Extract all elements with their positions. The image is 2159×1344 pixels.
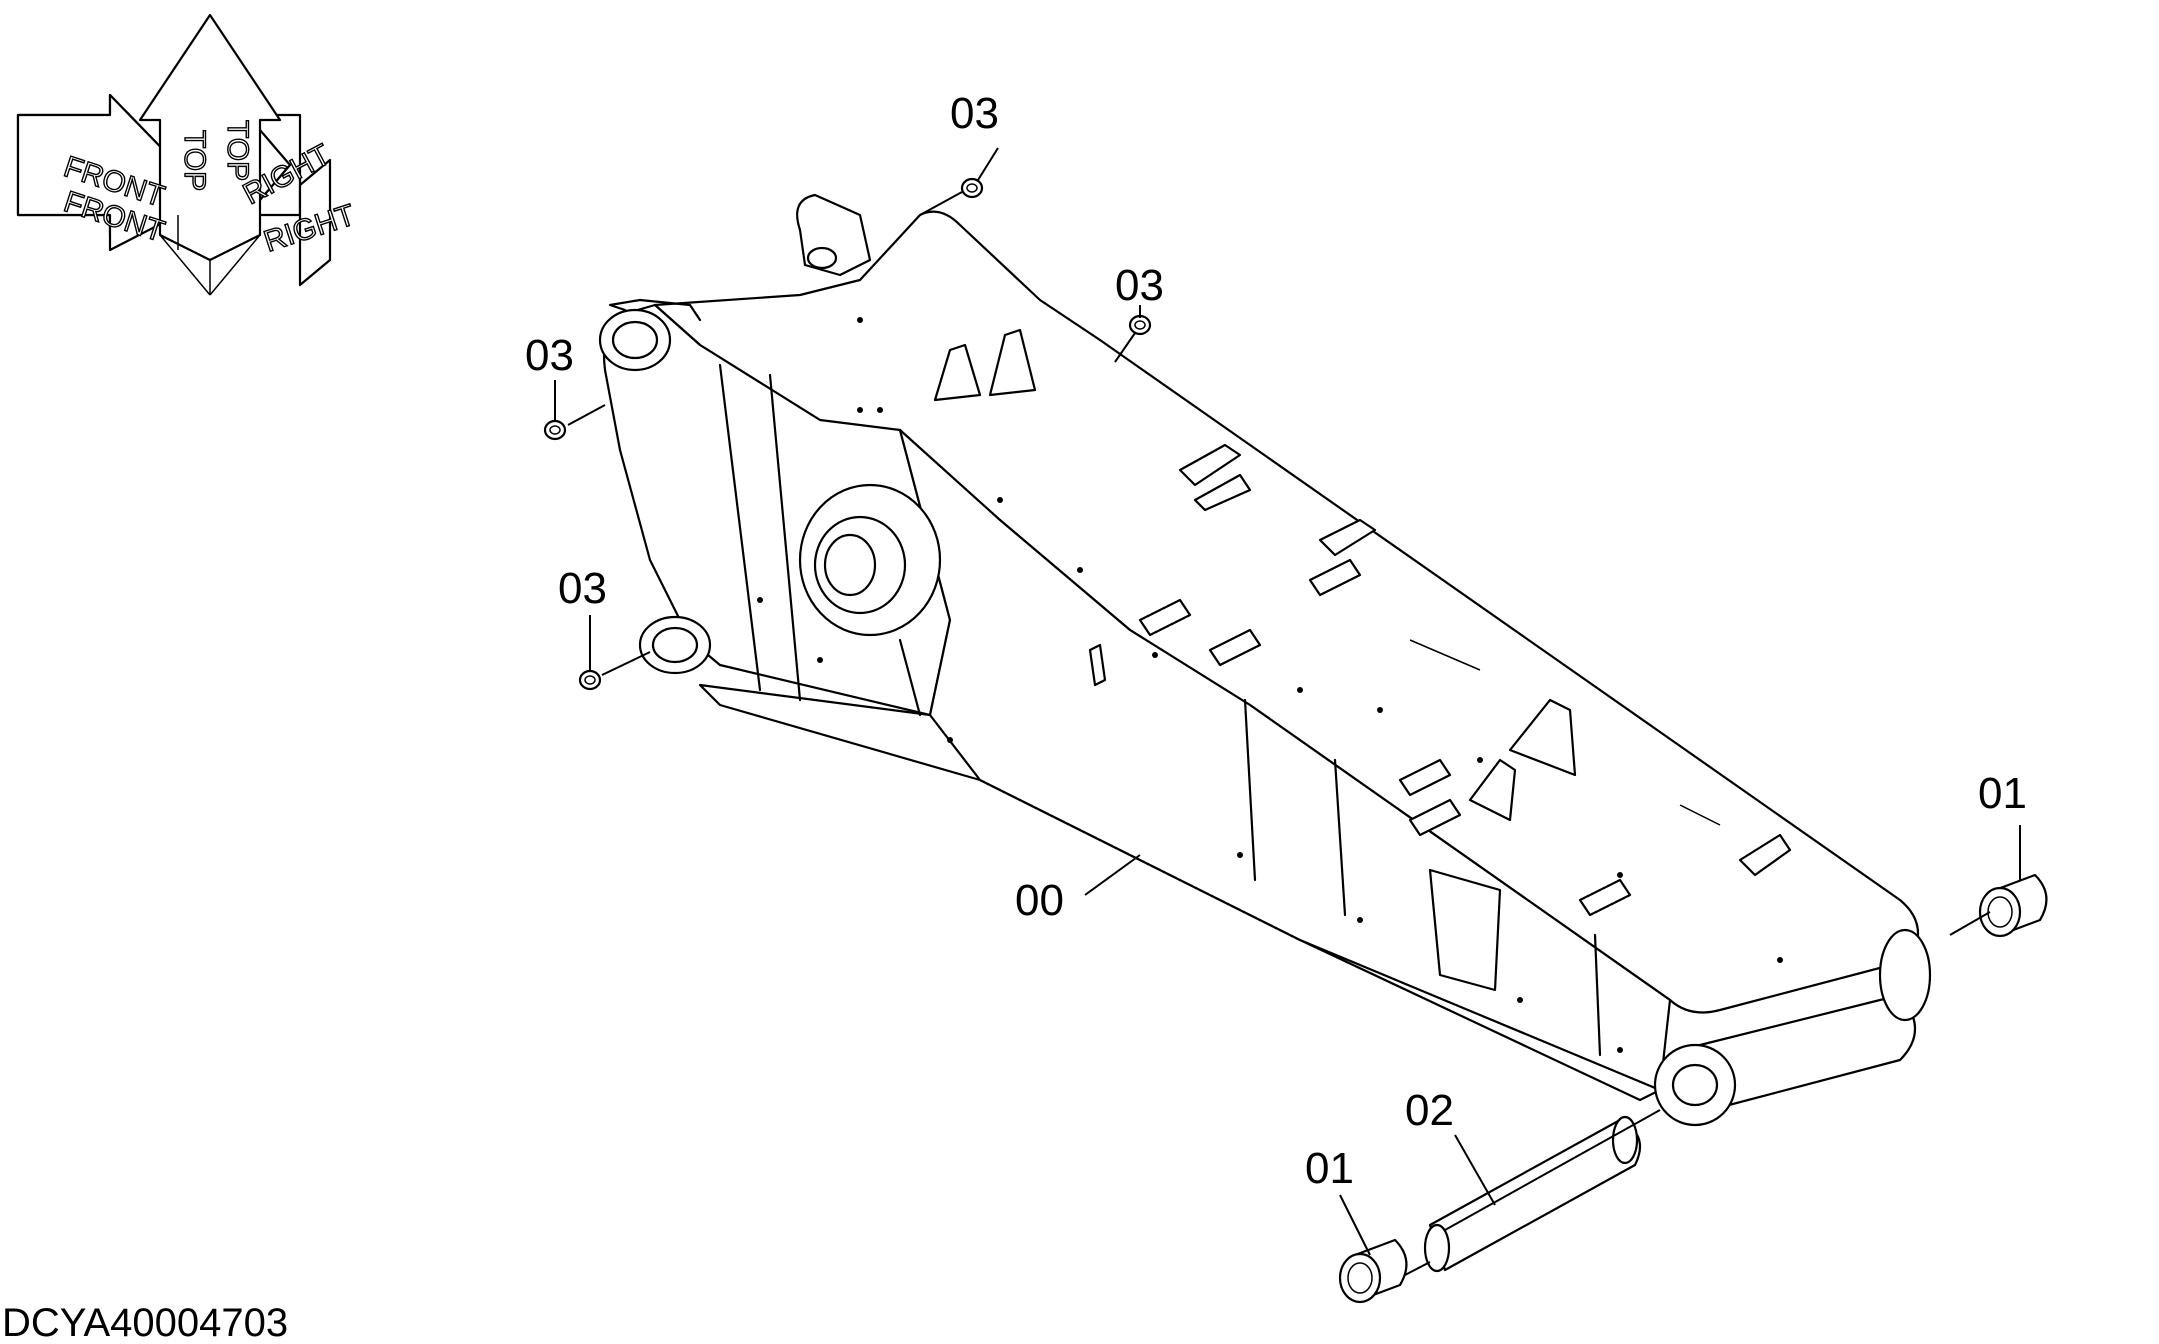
leader-02-label	[1454, 1134, 1496, 1206]
bushing-01-right	[1978, 873, 2048, 938]
leader-03-top	[919, 191, 963, 216]
leader-02-axis	[1444, 1109, 1661, 1231]
bushing-03-left-upper	[543, 419, 567, 441]
bushing-03-top	[960, 177, 984, 199]
leader-03-top-label	[977, 147, 999, 181]
leader-00	[1084, 854, 1141, 896]
leader-01-bottom-axis	[1404, 1261, 1431, 1276]
callout-02: 02	[1405, 1086, 1454, 1135]
document-id: DCYA40004703	[2, 1301, 288, 1344]
callout-03-left-lower: 03	[558, 564, 607, 613]
leader-03-mid	[1114, 332, 1136, 363]
orientation-top-a: TOP	[178, 130, 211, 191]
callout-03-top: 03	[950, 89, 999, 138]
leader-03-left-upper	[567, 404, 606, 426]
leader-01-bottom-label	[1339, 1194, 1371, 1256]
pin-02	[1423, 1115, 1642, 1273]
leader-03-left-lower	[601, 651, 651, 676]
boom-assembly	[598, 193, 1932, 1127]
orientation-top-b: TOP	[221, 120, 254, 181]
callout-00: 00	[1015, 876, 1064, 925]
orientation-indicator: FRONT FRONT TOP TOP RIGHT RIGHT	[16, 13, 360, 296]
bushing-03-left-lower	[578, 669, 602, 691]
callout-03-left-upper: 03	[525, 331, 574, 380]
callout-03-mid: 03	[1115, 261, 1164, 310]
bushing-01-bottom	[1338, 1238, 1408, 1304]
leader-01-right	[1949, 911, 1991, 936]
callout-01-right: 01	[1978, 769, 2027, 818]
bushing-03-mid	[1128, 314, 1152, 336]
callout-01-bottom: 01	[1305, 1144, 1354, 1193]
